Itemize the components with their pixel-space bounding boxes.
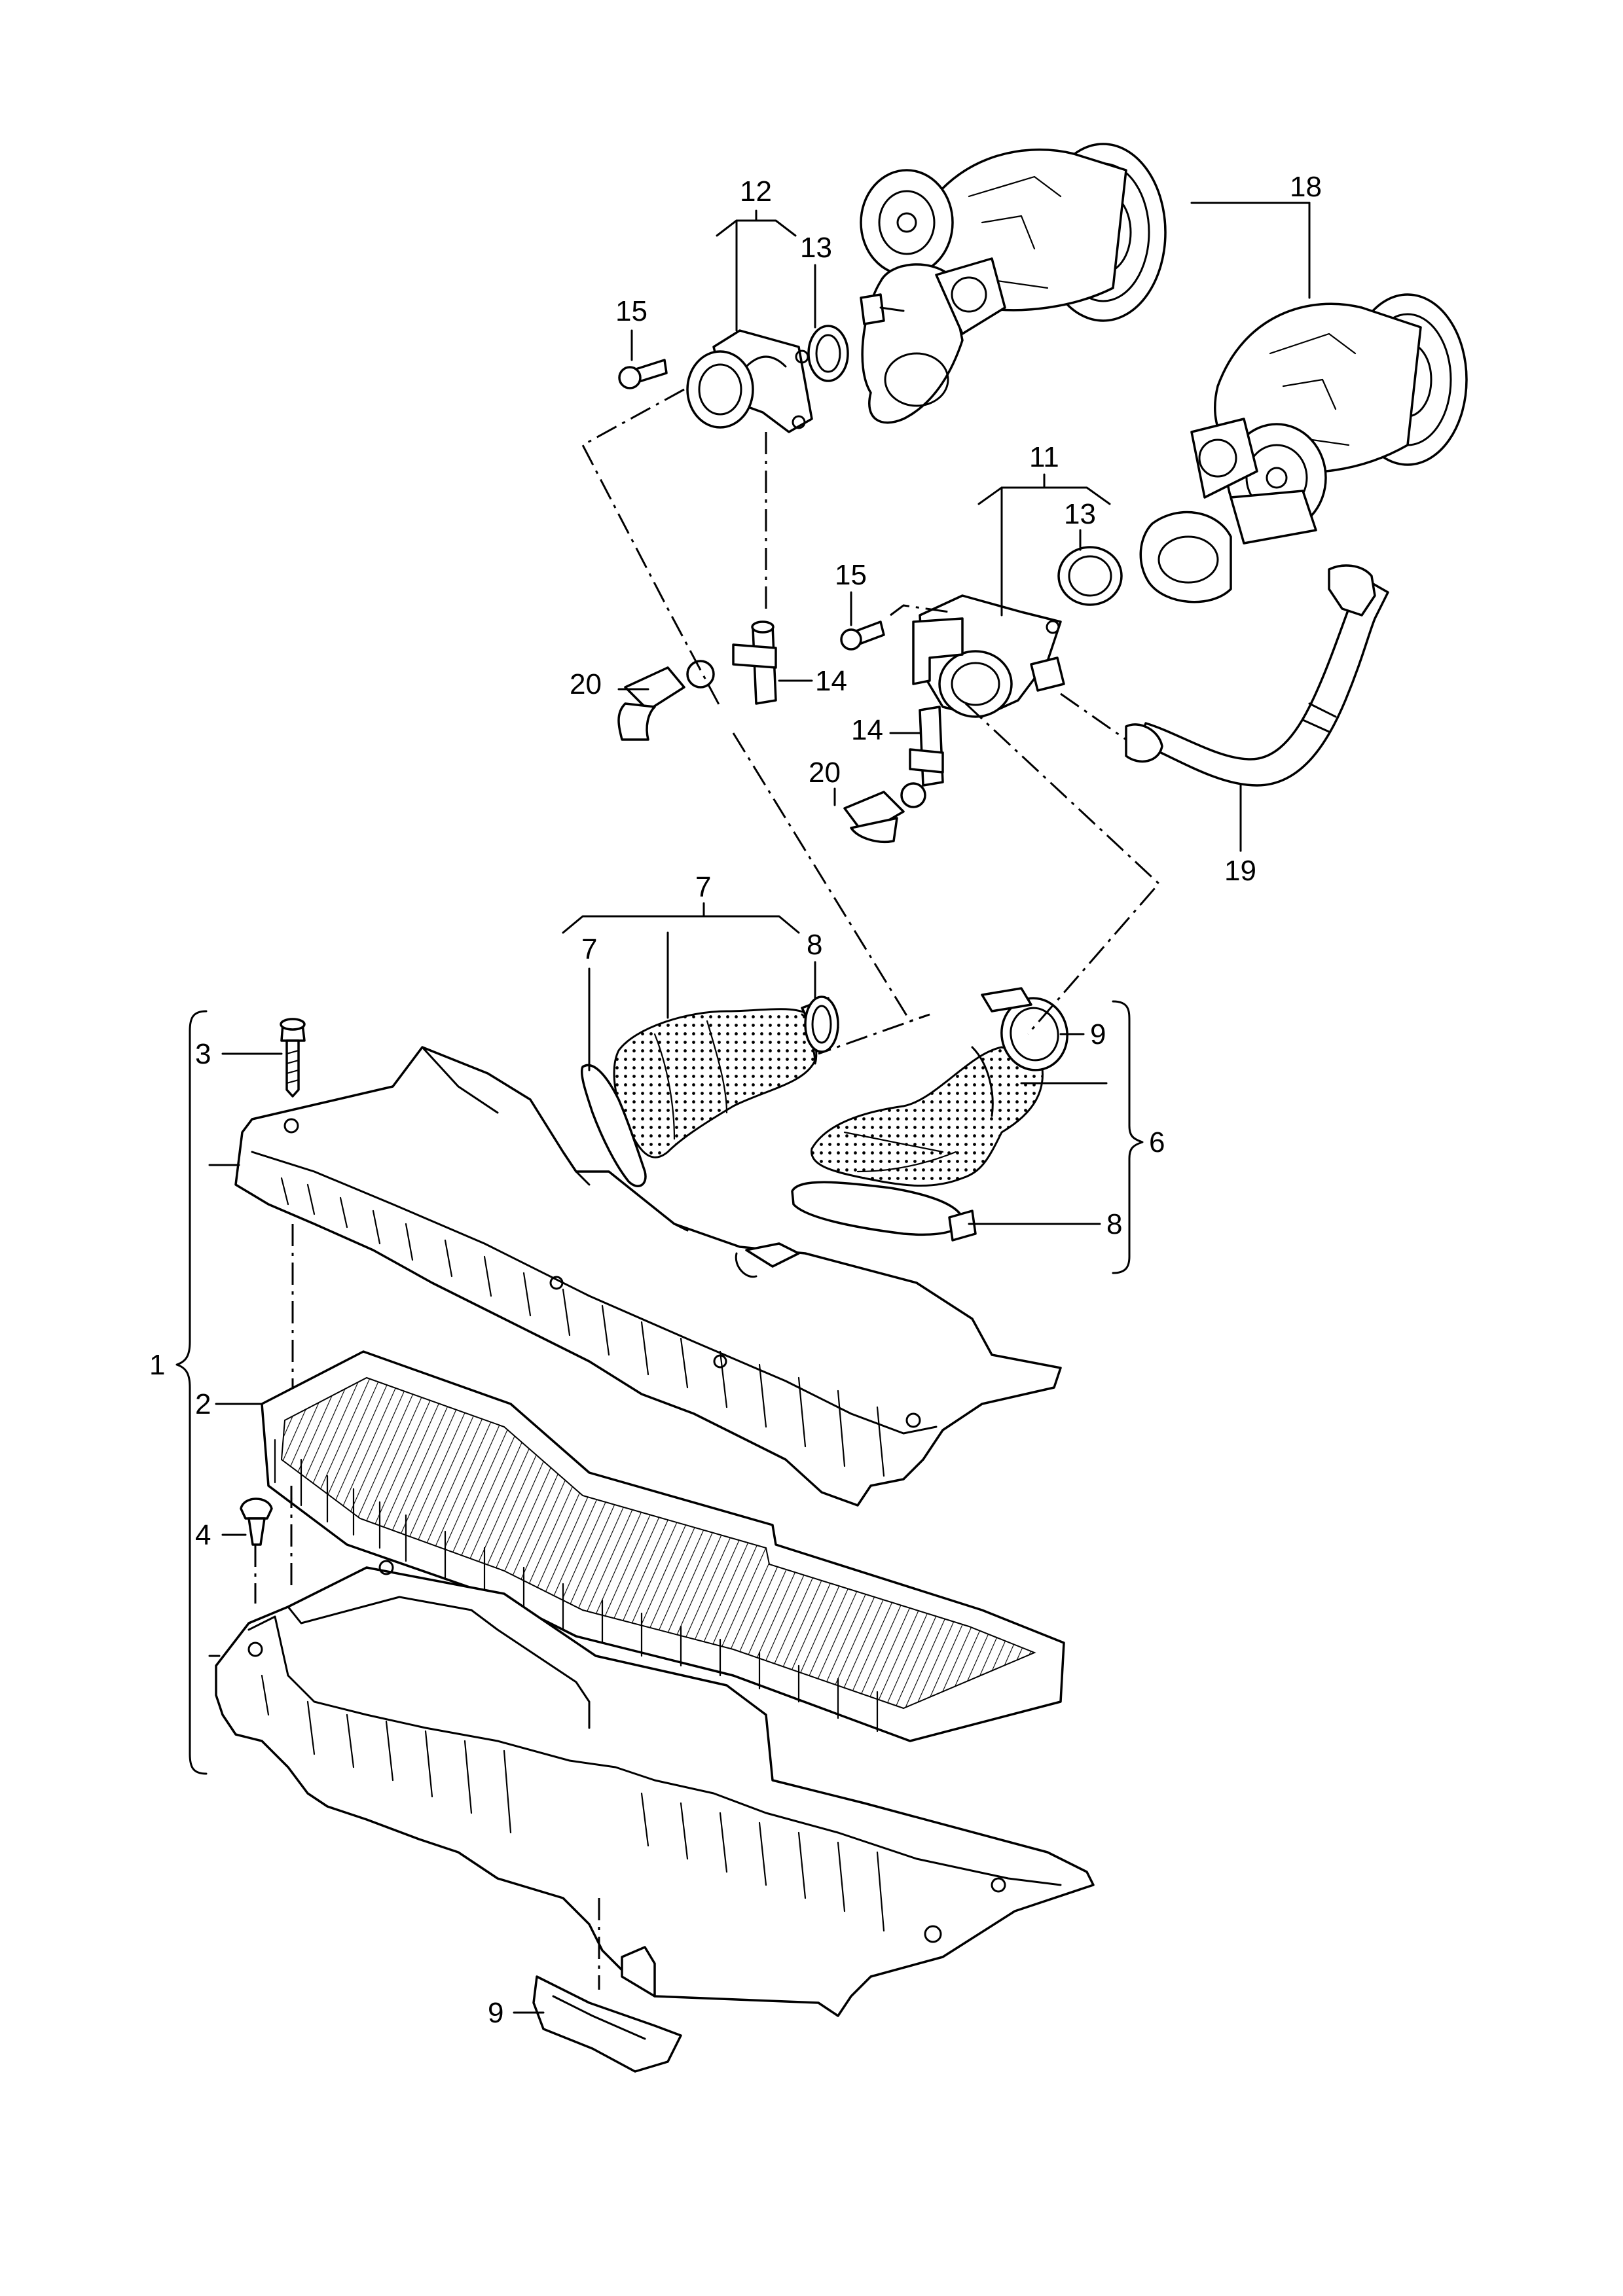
callout-5: 6 xyxy=(1149,1126,1165,1158)
seal-7-lower xyxy=(791,1181,977,1242)
expanding-clip xyxy=(240,1498,273,1546)
seal-ring-upper xyxy=(807,325,849,382)
callout-7-lower: 8 xyxy=(1106,1208,1122,1240)
callout-1: 1 xyxy=(149,1349,165,1381)
intake-connector-lower xyxy=(912,594,1065,718)
callout-19: 19 xyxy=(1224,855,1256,887)
seal-7-upper xyxy=(580,1064,647,1187)
callout-13-lower: 13 xyxy=(1064,498,1096,530)
callout-15-upper: 15 xyxy=(615,295,647,327)
callout-20-lower: 20 xyxy=(809,757,841,789)
callout-7-upper: 7 xyxy=(581,933,597,965)
callout-6: 7 xyxy=(695,871,711,903)
callout-18: 18 xyxy=(1290,171,1322,203)
bolt-lower xyxy=(840,620,885,651)
callout-13-upper: 13 xyxy=(800,232,832,264)
callout-3: 3 xyxy=(195,1038,211,1070)
callout-11: 11 xyxy=(1029,441,1059,473)
intake-duct-5 xyxy=(811,1046,1044,1187)
intake-connector-upper xyxy=(686,329,813,433)
callout-14-upper: 14 xyxy=(815,665,847,697)
turbocharger-upper xyxy=(860,143,1167,424)
hose-clip-upper xyxy=(617,660,715,741)
vent-hose xyxy=(1125,564,1389,787)
callout-14-lower: 14 xyxy=(851,714,883,746)
sensor-plug-upper xyxy=(860,293,905,325)
hose-clip-lower xyxy=(843,782,926,843)
bolt-upper xyxy=(618,359,668,389)
seal-ring-lower xyxy=(1057,546,1123,606)
drain-hose xyxy=(532,1975,682,2073)
air-filter-housing-upper xyxy=(234,1046,1062,1507)
callout-8-upper: 8 xyxy=(807,929,822,961)
callout-2: 2 xyxy=(195,1388,211,1420)
air-filter-housing-lower xyxy=(215,1560,1095,2017)
callout-15-lower: 15 xyxy=(835,559,867,591)
assembly-centre-lines xyxy=(254,388,1161,1990)
t-piece-upper xyxy=(732,620,777,705)
screw xyxy=(280,1018,306,1098)
callout-8-lower: 9 xyxy=(1090,1018,1106,1050)
callout-12: 12 xyxy=(740,175,772,207)
leader-lines xyxy=(175,202,1311,2014)
t-piece-lower xyxy=(909,706,944,787)
air-filter-element xyxy=(261,1350,1065,1742)
callout-9: 9 xyxy=(488,1997,503,2029)
turbocharger-lower xyxy=(1139,293,1468,603)
callout-20-upper: 20 xyxy=(570,668,602,700)
callout-labels: 12 13 15 18 11 13 15 14 20 14 20 19 7 7 … xyxy=(149,171,1322,2029)
clamp-8-lower xyxy=(981,987,1068,1071)
callout-4: 4 xyxy=(195,1519,211,1551)
